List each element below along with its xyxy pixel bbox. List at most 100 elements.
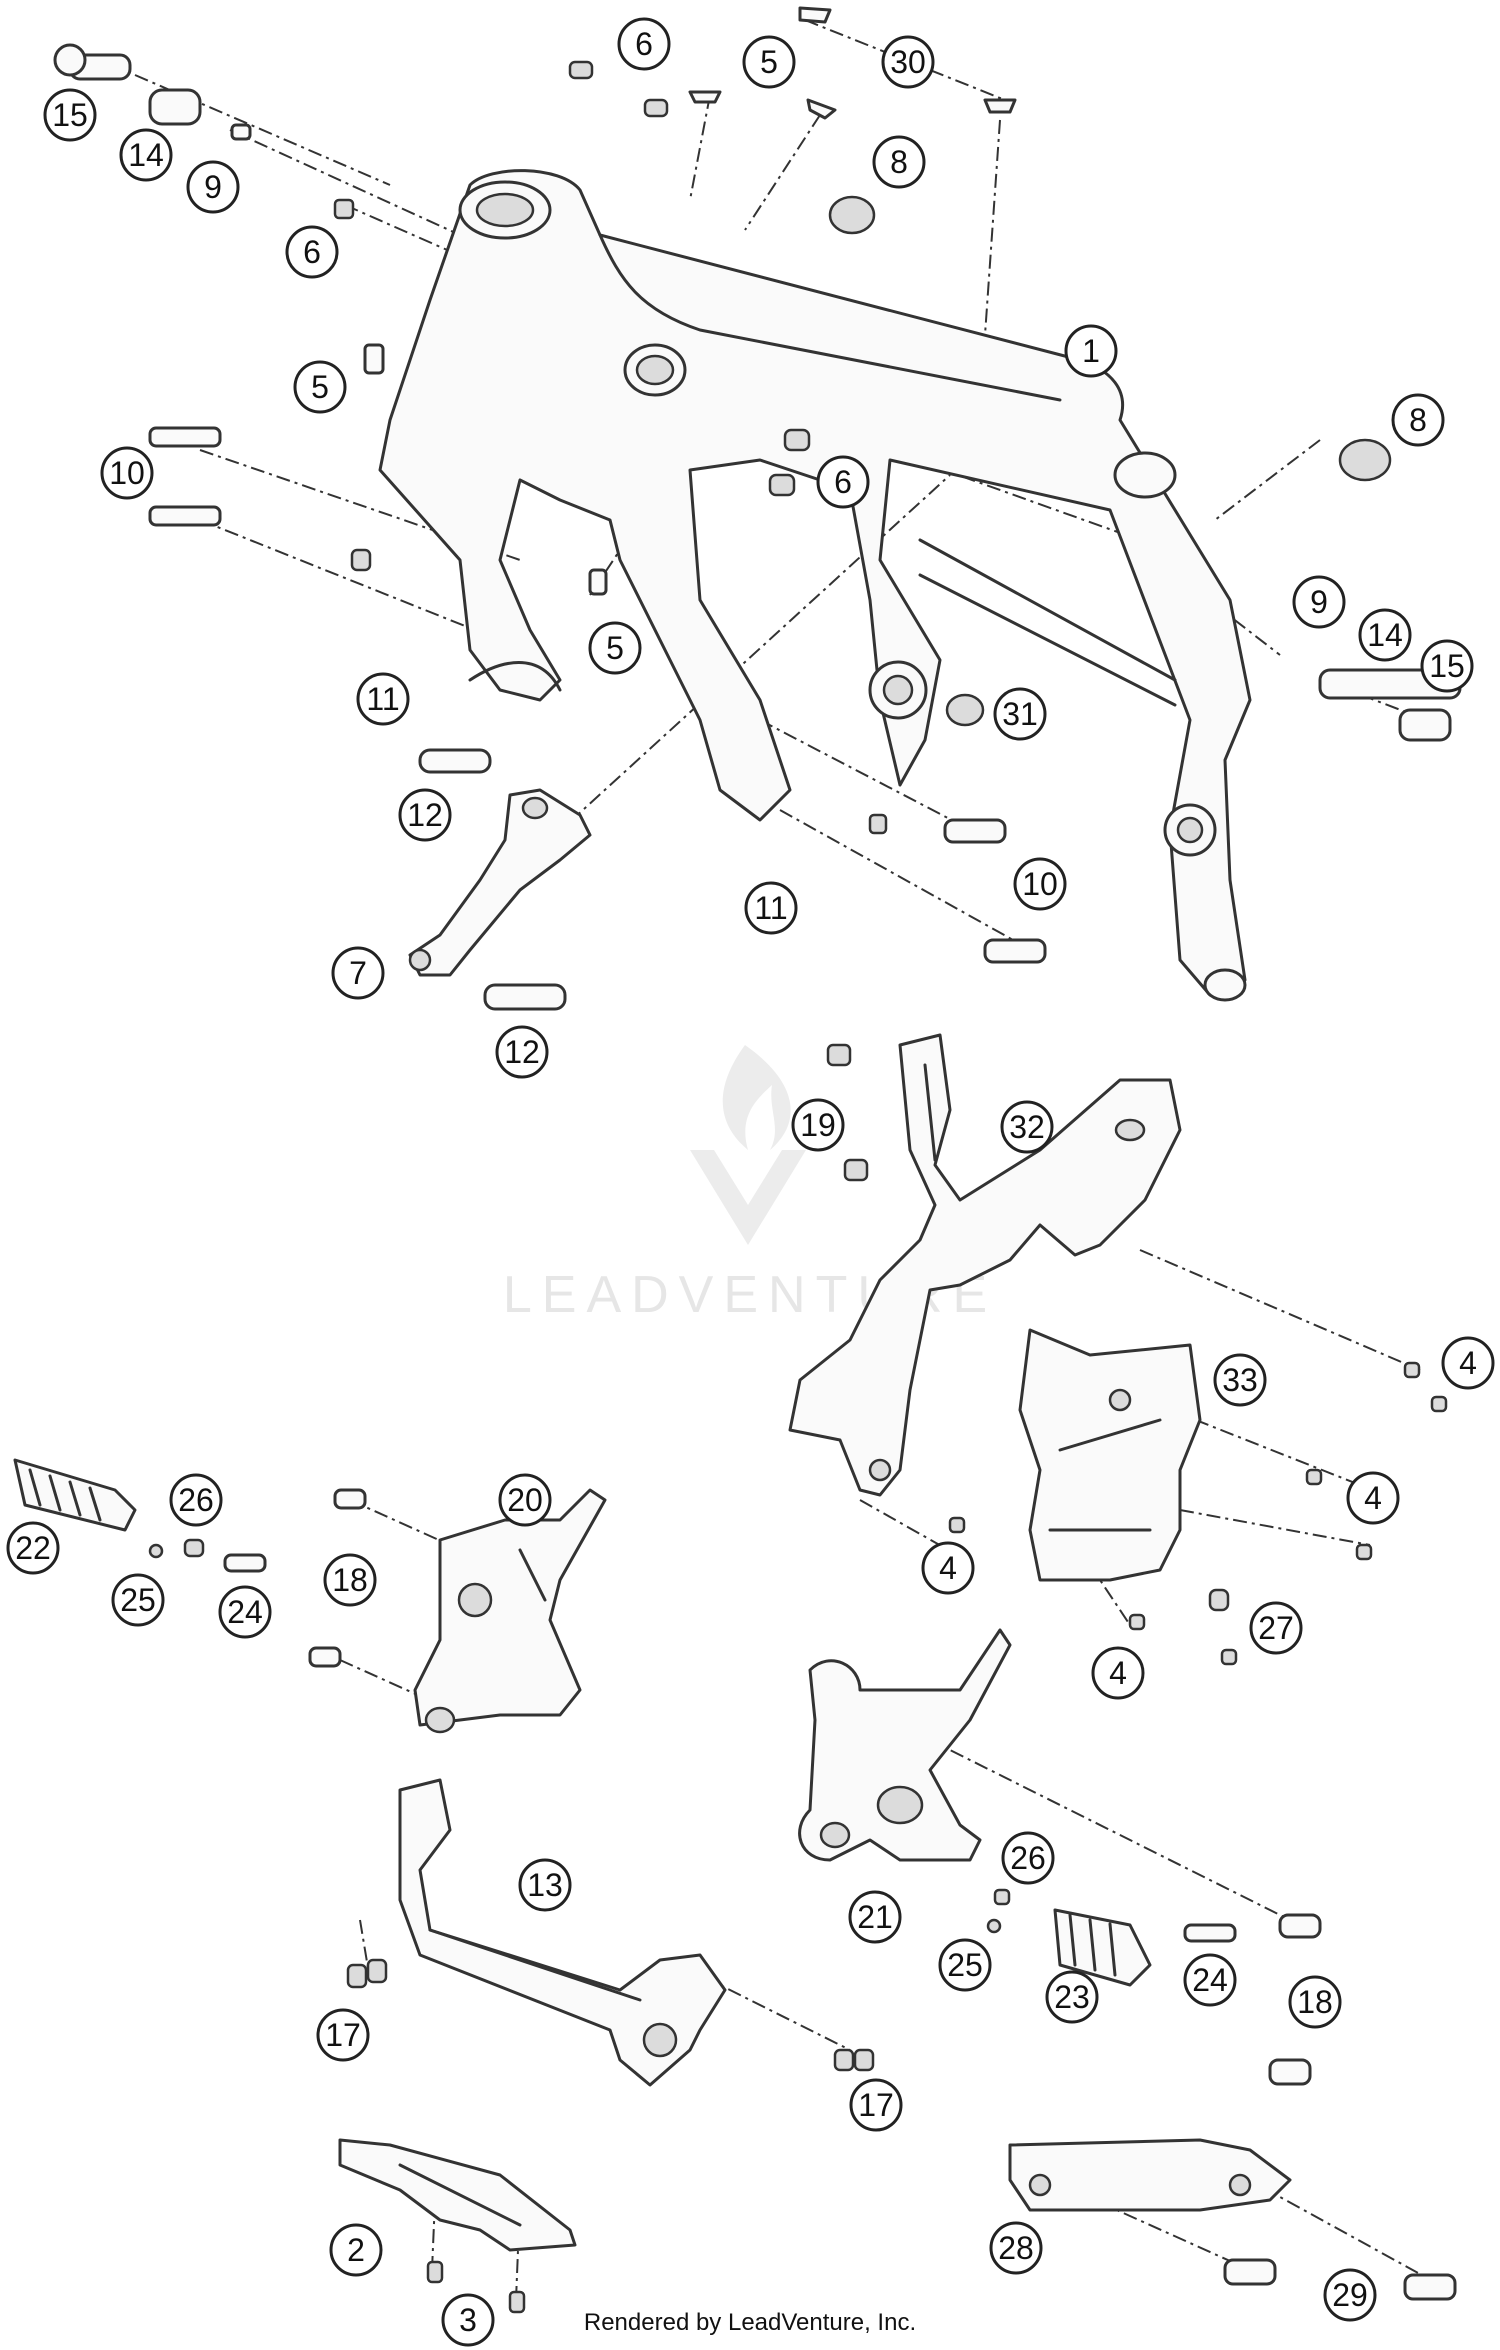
callout-30[interactable]: 30 [881,35,935,89]
callout-26[interactable]: 26 [169,1473,223,1527]
svg-text:4: 4 [1364,1480,1382,1516]
callout-4[interactable]: 4 [1091,1646,1145,1700]
callout-25[interactable]: 25 [111,1573,165,1627]
callout-8[interactable]: 8 [872,135,926,189]
svg-text:6: 6 [834,464,852,500]
svg-text:21: 21 [857,1899,893,1935]
svg-text:9: 9 [204,169,222,205]
footrest-bracket-right [798,1628,1012,1862]
callout-18[interactable]: 18 [1288,1975,1342,2029]
callout-24[interactable]: 24 [218,1585,272,1639]
callout-22[interactable]: 22 [6,1521,60,1575]
svg-text:7: 7 [349,955,367,991]
svg-text:11: 11 [754,890,787,926]
svg-text:14: 14 [128,137,164,173]
callout-14[interactable]: 14 [119,128,173,182]
callout-28[interactable]: 28 [989,2221,1043,2275]
callout-2[interactable]: 2 [329,2223,383,2277]
callout-4[interactable]: 4 [1441,1336,1495,1390]
callout-6[interactable]: 6 [816,455,870,509]
callout-17[interactable]: 17 [316,2008,370,2062]
svg-text:28: 28 [998,2230,1034,2266]
svg-text:25: 25 [120,1582,156,1618]
watermark-v-icon [690,1150,806,1245]
svg-text:13: 13 [527,1867,563,1903]
svg-text:4: 4 [939,1550,957,1586]
svg-text:9: 9 [1310,584,1328,620]
callout-6[interactable]: 6 [285,225,339,279]
callout-5[interactable]: 5 [742,35,796,89]
svg-text:24: 24 [227,1594,263,1630]
callout-10[interactable]: 10 [100,446,154,500]
callout-3[interactable]: 3 [441,2293,495,2347]
subframe-guard [788,1033,1182,1497]
callout-5[interactable]: 5 [293,360,347,414]
svg-text:8: 8 [1409,402,1427,438]
callout-5[interactable]: 5 [588,621,642,675]
engine-mount-link [408,788,592,977]
svg-text:25: 25 [947,1947,983,1983]
callout-17[interactable]: 17 [849,2078,903,2132]
callout-9[interactable]: 9 [1292,575,1346,629]
svg-text:11: 11 [366,681,399,717]
watermark-flame-icon [722,1045,791,1150]
callout-31[interactable]: 31 [993,687,1047,741]
svg-text:10: 10 [109,455,145,491]
guard-plate [1018,1328,1202,1582]
callout-33[interactable]: 33 [1213,1353,1267,1407]
svg-text:2: 2 [347,2232,365,2268]
callouts: 6 5 30 15 14 9 8 6 1 5 8 10 6 10 5 9 14 … [6,17,1495,2347]
callout-7[interactable]: 7 [331,946,385,1000]
callout-18[interactable]: 18 [323,1553,377,1607]
callout-6[interactable]: 6 [617,17,671,71]
main-frame [378,169,1252,1002]
callout-8[interactable]: 8 [1391,393,1445,447]
svg-text:10: 10 [1022,866,1058,902]
callout-19[interactable]: 19 [791,1098,845,1152]
callout-26[interactable]: 26 [1001,1831,1055,1885]
credit-text: Rendered by LeadVenture, Inc. [584,2309,916,2336]
callout-12[interactable]: 12 [495,1025,549,1079]
chain-guard [1008,2138,1292,2212]
svg-text:15: 15 [52,97,88,133]
callout-9[interactable]: 9 [186,160,240,214]
cross-tube [398,1778,727,2087]
svg-text:32: 32 [1009,1109,1045,1145]
callout-21[interactable]: 21 [848,1890,902,1944]
svg-text:1: 1 [1082,333,1100,369]
callout-11[interactable]: 11 [744,881,798,935]
svg-text:33: 33 [1222,1362,1258,1398]
callout-1[interactable]: 1 [1064,324,1118,378]
callout-24[interactable]: 24 [1183,1953,1237,2007]
svg-text:18: 18 [1297,1984,1333,2020]
callout-12[interactable]: 12 [398,788,452,842]
svg-text:19: 19 [800,1107,836,1143]
svg-text:23: 23 [1054,1979,1090,2015]
svg-text:29: 29 [1332,2277,1368,2313]
callout-10[interactable]: 10 [1013,857,1067,911]
svg-text:18: 18 [332,1562,368,1598]
svg-text:15: 15 [1429,648,1465,684]
callout-4[interactable]: 4 [1346,1471,1400,1525]
callout-27[interactable]: 27 [1249,1601,1303,1655]
callout-4[interactable]: 4 [921,1541,975,1595]
callout-15[interactable]: 15 [1420,639,1474,693]
callout-13[interactable]: 13 [518,1858,572,1912]
svg-text:26: 26 [178,1482,214,1518]
svg-text:24: 24 [1192,1962,1228,1998]
callout-15[interactable]: 15 [43,88,97,142]
callout-25[interactable]: 25 [938,1938,992,1992]
callout-20[interactable]: 20 [498,1473,552,1527]
callout-23[interactable]: 23 [1045,1970,1099,2024]
svg-text:27: 27 [1258,1610,1294,1646]
svg-text:8: 8 [890,144,908,180]
callout-29[interactable]: 29 [1323,2268,1377,2322]
svg-text:30: 30 [890,44,926,80]
svg-text:17: 17 [858,2087,894,2123]
svg-text:6: 6 [635,26,653,62]
svg-text:12: 12 [407,797,443,833]
callout-11[interactable]: 11 [356,672,410,726]
callout-32[interactable]: 32 [1000,1100,1054,1154]
callout-14[interactable]: 14 [1358,608,1412,662]
